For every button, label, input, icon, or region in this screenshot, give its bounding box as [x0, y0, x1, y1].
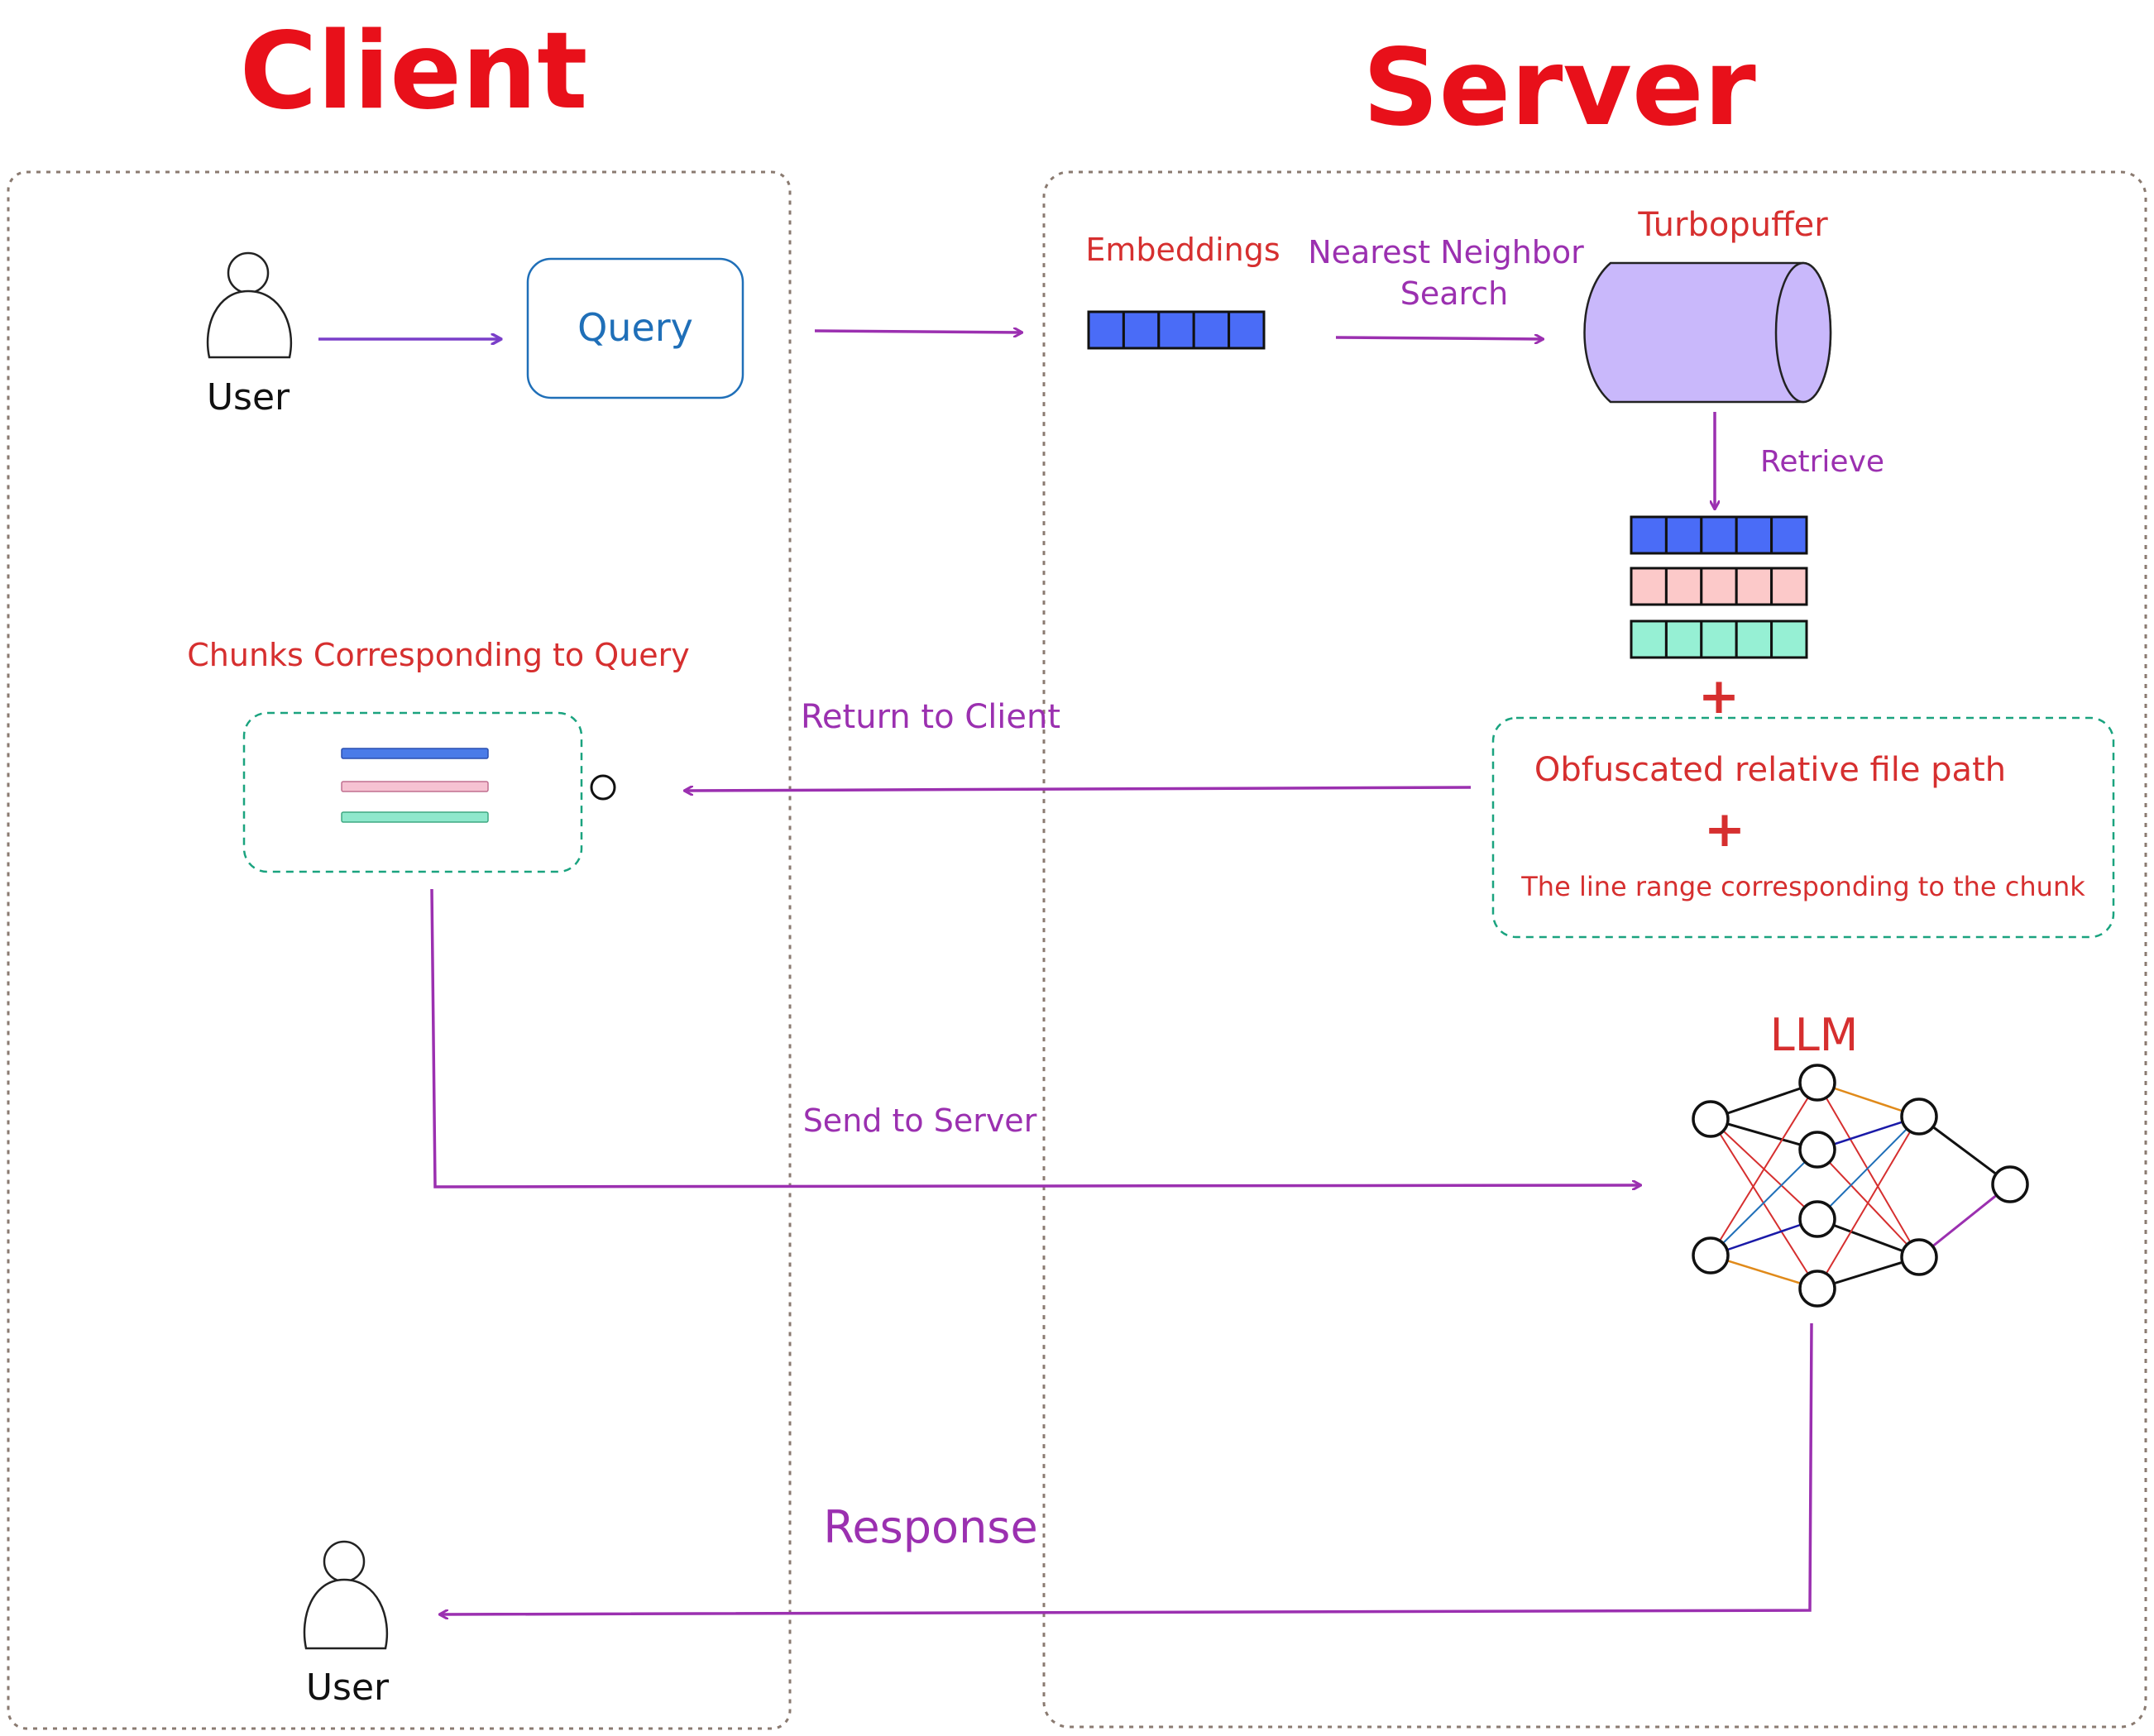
vector-cell [1735, 515, 1773, 555]
vector-cell [1630, 619, 1668, 659]
vector-cell [1664, 515, 1703, 555]
embedding-vector-cells [1087, 310, 1266, 350]
vector-cell [1700, 567, 1738, 606]
vector-cell [1664, 567, 1703, 606]
return-to-client-arrow [685, 787, 1472, 791]
chunks-label: Chunks Corresponding to Query [187, 637, 690, 673]
send-to-server-label: Send to Server [803, 1102, 1037, 1139]
vector-cell [1122, 310, 1161, 350]
retrieved-vectors [1630, 515, 1808, 659]
chunk-bar-green [341, 811, 489, 823]
vector-cell [1770, 515, 1808, 555]
query-to-embeddings-arrow [814, 331, 1022, 332]
chunk-bar-pink [341, 781, 489, 792]
embeddings-to-turbopuffer-arrow [1335, 337, 1543, 339]
user-icon [206, 251, 293, 359]
response-arrow [440, 1322, 1813, 1614]
llm-label: LLM [1770, 1009, 1859, 1061]
vector-cell [1735, 567, 1773, 606]
embedding-vector [1087, 310, 1266, 350]
user-label-bottom: User [306, 1667, 390, 1709]
vector-cell [1228, 310, 1266, 350]
retrieved-vector-green [1630, 619, 1808, 659]
vector-cell [1087, 310, 1125, 350]
client-title: Client [240, 10, 588, 133]
client-boundary [7, 170, 792, 1730]
line-range-label: The line range corresponding to the chun… [1520, 871, 2085, 902]
plus-sign-1: + [1698, 667, 1740, 725]
vector-cell [1630, 515, 1668, 555]
user-icon [303, 1540, 389, 1650]
vector-cell [1770, 619, 1808, 659]
embeddings-label: Embeddings [1085, 232, 1280, 268]
vector-cell [1770, 567, 1808, 606]
query-box [526, 257, 744, 399]
retrieve-label: Retrieve [1760, 445, 1884, 479]
neural-network-icon [1692, 1064, 2029, 1308]
database-cylinder-icon [1583, 261, 1832, 404]
vector-cell [1192, 310, 1231, 350]
send-to-server-arrow [430, 888, 1640, 1187]
return-to-client-label: Return to Client [801, 698, 1060, 736]
turbopuffer-label: Turbopuffer [1637, 206, 1828, 244]
response-label: Response [823, 1501, 1037, 1553]
vector-cell [1735, 619, 1773, 659]
nn-search-label-line2: Search [1400, 275, 1509, 312]
obfuscated-path-label: Obfuscated relative file path [1534, 751, 2006, 789]
server-boundary [1042, 170, 2147, 1729]
vector-cell [1700, 515, 1738, 555]
chunks-box [242, 711, 583, 873]
vector-cell [1630, 567, 1668, 606]
retrieved-vector-pink [1630, 567, 1808, 606]
chunk-bar-blue [341, 748, 489, 759]
vector-cell [1700, 619, 1738, 659]
server-title: Server [1362, 26, 1756, 150]
plus-sign-2: + [1704, 801, 1745, 858]
connection-point [590, 774, 616, 801]
metadata-box [1491, 716, 2115, 939]
nn-search-label-line1: Nearest Neighbor [1308, 234, 1584, 270]
vector-cell [1157, 310, 1195, 350]
query-label: Query [577, 305, 693, 350]
user-label-top: User [207, 376, 290, 418]
retrieved-vector-blue [1630, 515, 1808, 555]
vector-cell [1664, 619, 1703, 659]
